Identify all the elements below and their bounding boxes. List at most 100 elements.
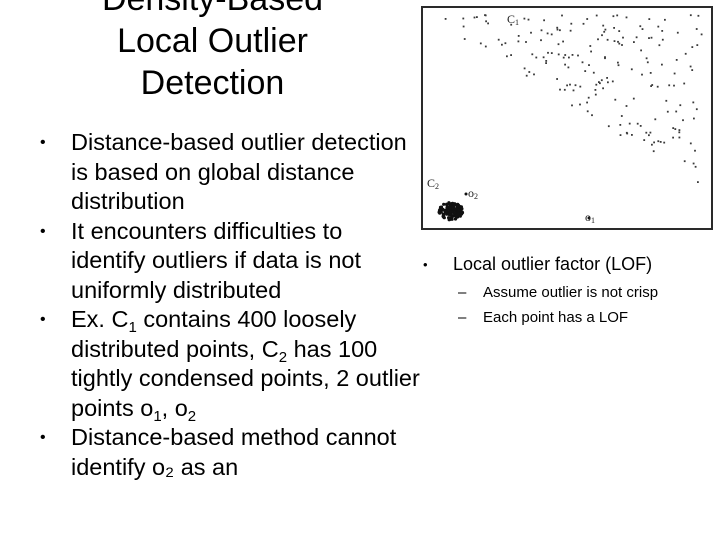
bullet-dot-icon: • (40, 429, 46, 446)
c1-point (599, 82, 601, 85)
c1-point (625, 16, 628, 19)
c1-point (587, 96, 590, 99)
c1-point (697, 181, 699, 183)
bullet-text: Local outlier factor (LOF) (453, 254, 653, 274)
c1-point (556, 28, 559, 31)
c1-point (628, 122, 631, 125)
title-line-2: Local Outlier (117, 22, 308, 60)
c1-point (673, 72, 676, 75)
c1-point (462, 25, 465, 28)
c1-point (535, 56, 538, 59)
c2-point (448, 209, 452, 214)
c1-point (689, 142, 692, 145)
c1-point (694, 165, 697, 168)
c1-point (664, 18, 666, 21)
bullet-dot-icon: • (40, 222, 46, 240)
c1-point (641, 28, 644, 30)
c1-point (659, 141, 662, 143)
c1-point (691, 46, 694, 48)
c1-point (564, 54, 567, 56)
dash-icon: – (458, 309, 467, 326)
c2-point (451, 205, 455, 209)
c1-point (625, 105, 628, 107)
c1-point (678, 131, 681, 134)
c1-point (656, 85, 659, 88)
c1-point (648, 18, 651, 20)
c1-point (510, 54, 512, 56)
c1-point (676, 31, 679, 34)
c1-point (571, 54, 574, 56)
c1-point (619, 134, 622, 136)
c2-point (459, 206, 463, 210)
c1-point (635, 36, 638, 39)
bullet-dot-icon: • (40, 311, 46, 328)
c1-point (594, 89, 597, 91)
example-text-1: Ex. C (71, 306, 129, 332)
c1-point (631, 134, 633, 136)
c2-point (439, 205, 444, 209)
c1-point (613, 40, 616, 42)
o1-point (587, 216, 591, 220)
c1-point (569, 29, 572, 32)
c1-point (572, 89, 575, 92)
c1-point (617, 64, 620, 67)
c1-point (622, 36, 624, 39)
c1-point (479, 42, 482, 45)
label-c1: C1 (507, 12, 520, 27)
c1-point (650, 85, 652, 87)
c1-point (484, 45, 487, 48)
c1-point (504, 42, 507, 45)
c2-point (447, 201, 451, 205)
example-text-3: has 100 tightly condensed points, 2 outl… (71, 335, 420, 421)
c1-point (668, 84, 671, 87)
label-c2: C2 (427, 176, 440, 191)
c1-point (570, 22, 573, 25)
example-text-4: , o (161, 394, 188, 421)
bullet-dot-icon: • (423, 257, 428, 272)
c2-point (447, 213, 452, 217)
sub-bullet-text: Each point has a LOF (483, 309, 629, 326)
c1-point (651, 84, 654, 86)
c1-point (525, 74, 528, 77)
c1-point (547, 51, 549, 54)
example-sub-c1: 1 (128, 319, 137, 336)
label-o1: o1 (585, 210, 595, 225)
c1-point (661, 63, 663, 66)
example-text-2: contains 400 loosely distributed points,… (71, 306, 357, 362)
c1-point (525, 41, 527, 43)
c1-point (597, 38, 599, 41)
c1-point (621, 44, 623, 46)
c1-point (594, 93, 597, 96)
c1-point (444, 18, 447, 20)
c1-point (568, 56, 570, 59)
c1-point (661, 30, 664, 32)
bullet-example: • Ex. C1 contains 400 loosely distribute… (40, 305, 420, 425)
c1-point (645, 57, 648, 60)
example-sub-o1: 1 (153, 407, 162, 425)
c1-point (542, 56, 545, 59)
c2-point (451, 201, 455, 205)
c1-point (463, 38, 466, 40)
c1-point (633, 41, 635, 43)
c1-point (517, 35, 520, 37)
c1-point (695, 28, 698, 30)
right-bullet-list: • Local outlier factor (LOF) – Assume ou… (423, 252, 713, 333)
c1-point (601, 34, 603, 37)
c1-point (630, 68, 633, 71)
label-o2: o2 (468, 186, 478, 201)
title-line-3: Detection (140, 64, 285, 102)
c1-point (550, 52, 553, 54)
c1-point (602, 87, 604, 90)
c1-point (581, 61, 584, 64)
c1-point (540, 29, 543, 32)
c1-point (649, 72, 652, 74)
c1-point (510, 23, 513, 26)
c1-point (579, 85, 582, 88)
c1-point (618, 42, 621, 45)
c1-point (646, 61, 649, 64)
left-bullet-list: • Distance-based outlier detection is ba… (40, 128, 420, 482)
c1-point (691, 69, 694, 71)
c1-point (591, 114, 593, 117)
bullet-text: It encounters difficulties to identify o… (71, 217, 361, 303)
bullet-distance-method: • Distance-based method cannot identify … (40, 423, 420, 482)
